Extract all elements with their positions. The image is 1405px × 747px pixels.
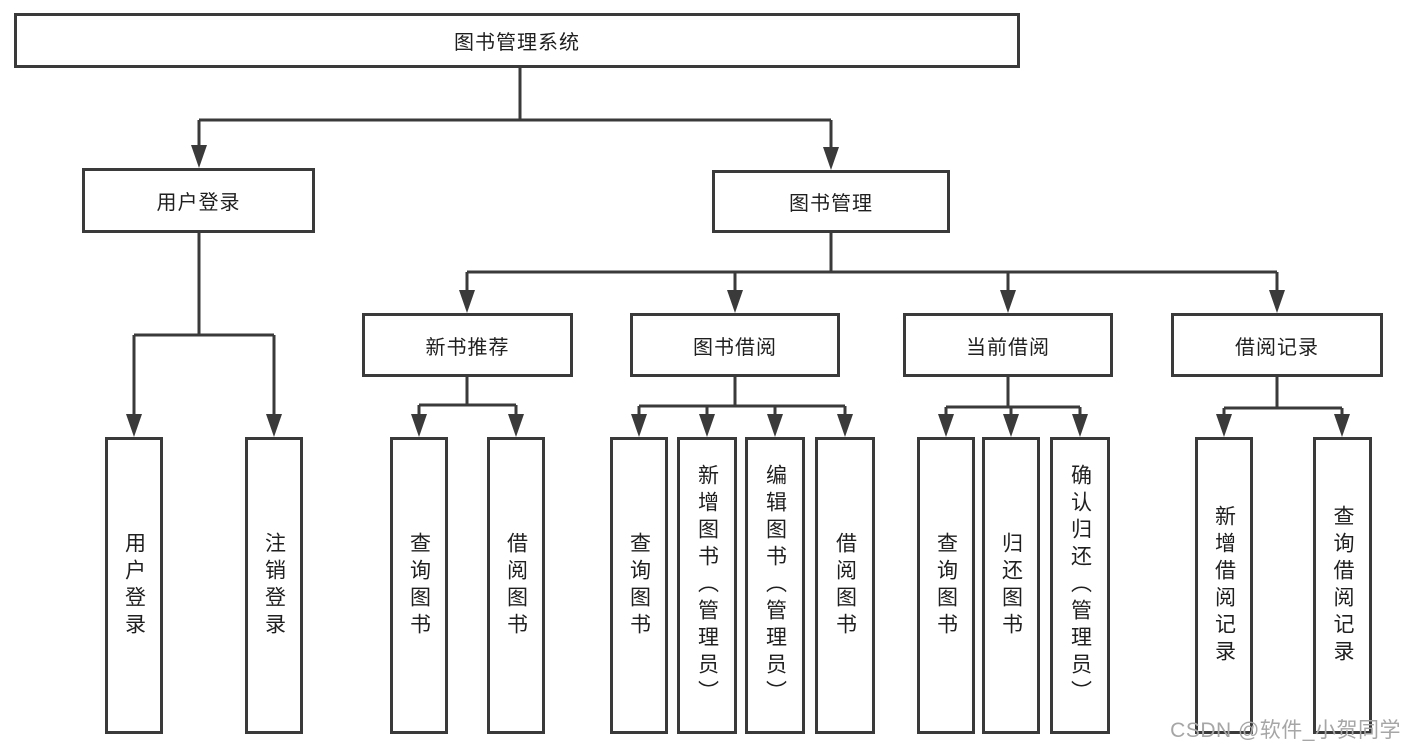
leaf-logout-label: 注销登录 xyxy=(262,531,286,640)
leaf-query-books-recommend: 查询图书 xyxy=(390,437,448,734)
node-current-borrow: 当前借阅 xyxy=(903,313,1113,377)
node-root-label: 图书管理系统 xyxy=(454,32,580,54)
leaf-add-borrow-record-label: 新增借阅记录 xyxy=(1212,504,1236,667)
leaf-query-books-borrow-label: 查询图书 xyxy=(627,531,651,640)
leaf-logout: 注销登录 xyxy=(245,437,303,734)
leaf-add-books-admin-label: 新增图书（管理员） xyxy=(695,464,719,707)
node-borrow-records: 借阅记录 xyxy=(1171,313,1383,377)
node-user-login-label: 用户登录 xyxy=(156,192,241,214)
leaf-return-books: 归还图书 xyxy=(982,437,1040,734)
node-root-system: 图书管理系统 xyxy=(14,13,1020,68)
leaf-query-books-borrow: 查询图书 xyxy=(610,437,668,734)
leaf-borrow-books-label: 借阅图书 xyxy=(833,531,857,640)
node-book-borrow-label: 图书借阅 xyxy=(693,336,777,359)
watermark: CSDN @软件_小贺同学 xyxy=(1170,719,1401,742)
leaf-add-books-admin: 新增图书（管理员） xyxy=(677,437,737,734)
leaf-borrow-books: 借阅图书 xyxy=(815,437,875,734)
leaf-edit-books-admin-label: 编辑图书（管理员） xyxy=(763,464,787,707)
leaf-query-books-recommend-label: 查询图书 xyxy=(407,531,431,640)
leaf-borrow-books-recommend-label: 借阅图书 xyxy=(504,531,528,640)
node-new-book-recommend-label: 新书推荐 xyxy=(425,336,510,359)
node-book-management-label: 图书管理 xyxy=(789,193,873,215)
node-user-login: 用户登录 xyxy=(82,168,315,233)
node-book-management: 图书管理 xyxy=(712,170,950,233)
leaf-query-books-current-label: 查询图书 xyxy=(934,531,958,640)
leaf-user-login-label: 用户登录 xyxy=(122,531,146,640)
node-book-borrow: 图书借阅 xyxy=(630,313,840,377)
leaf-add-borrow-record: 新增借阅记录 xyxy=(1195,437,1253,734)
leaf-user-login: 用户登录 xyxy=(105,437,163,734)
leaf-edit-books-admin: 编辑图书（管理员） xyxy=(745,437,805,734)
leaf-query-borrow-record-label: 查询借阅记录 xyxy=(1331,504,1354,667)
node-current-borrow-label: 当前借阅 xyxy=(966,336,1050,359)
leaf-query-borrow-record: 查询借阅记录 xyxy=(1313,437,1372,734)
leaf-return-books-label: 归还图书 xyxy=(999,531,1023,640)
node-borrow-records-label: 借阅记录 xyxy=(1235,336,1319,359)
leaf-query-books-current: 查询图书 xyxy=(917,437,975,734)
leaf-confirm-return-admin: 确认归还（管理员） xyxy=(1050,437,1110,734)
leaf-borrow-books-recommend: 借阅图书 xyxy=(487,437,545,734)
leaf-confirm-return-admin-label: 确认归还（管理员） xyxy=(1068,464,1092,707)
node-new-book-recommend: 新书推荐 xyxy=(362,313,573,377)
